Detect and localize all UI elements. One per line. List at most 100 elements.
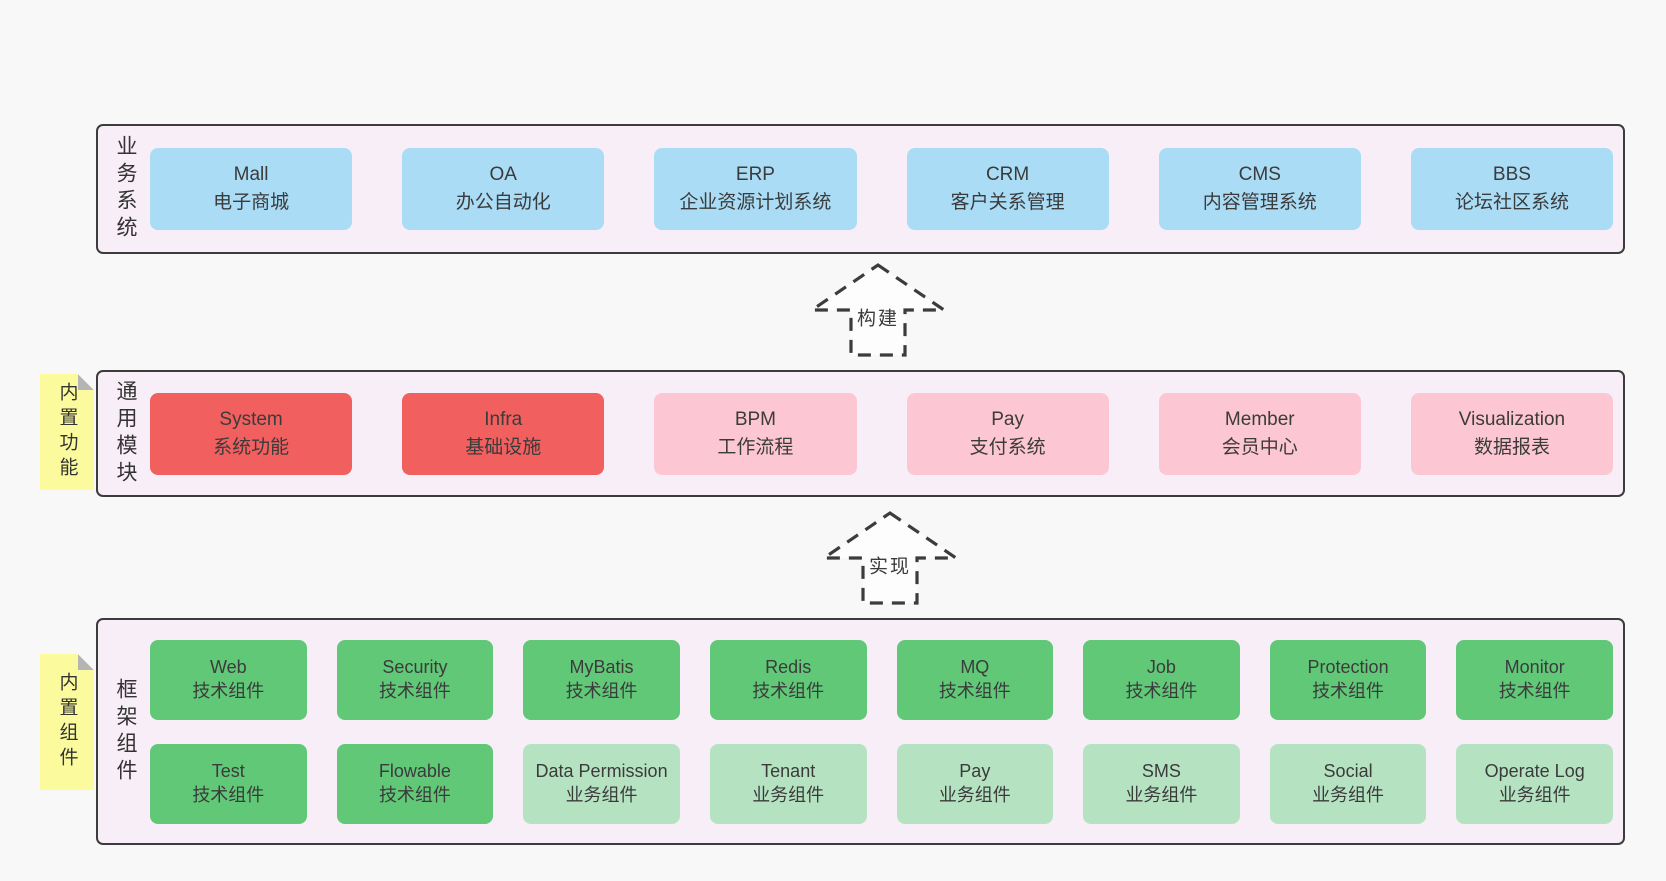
implement-arrow-label: 实现 <box>866 551 914 579</box>
node-subtitle: 技术组件 <box>192 784 265 805</box>
node-title: ERP <box>735 164 775 186</box>
node-subtitle: 技术组件 <box>1498 680 1571 701</box>
layer-framework-components: 框架组件 Web 技术组件 Security 技术组件 MyBatis 技术组件… <box>96 618 1625 845</box>
node-pay-component: Pay 业务组件 <box>896 743 1054 824</box>
node-subtitle: 业务组件 <box>1498 784 1571 805</box>
node-title: OA <box>489 164 517 186</box>
build-arrow: 构建 <box>808 262 948 358</box>
node-infra: Infra 基础设施 <box>402 392 605 475</box>
node-title: Pay <box>991 408 1024 430</box>
node-title: Pay <box>959 760 991 781</box>
node-crm: CRM 客户关系管理 <box>906 148 1109 230</box>
node-protection: Protection 技术组件 <box>1269 639 1427 720</box>
node-title: Operate Log <box>1484 760 1585 781</box>
layer-common-modules: 通用模块 System 系统功能 Infra 基础设施 BPM 工作流程 Pay… <box>96 370 1625 497</box>
node-subtitle: 技术组件 <box>192 680 265 701</box>
node-data-permission: Data Permission 业务组件 <box>523 743 680 824</box>
node-subtitle: 论坛社区系统 <box>1454 192 1569 213</box>
node-title: Mall <box>233 164 269 186</box>
node-subtitle: 业务组件 <box>565 784 638 805</box>
node-oa: OA 办公自动化 <box>402 148 605 230</box>
build-arrow-label: 构建 <box>854 303 902 331</box>
node-bbs: BBS 论坛社区系统 <box>1410 148 1614 230</box>
node-subtitle: 技术组件 <box>565 680 638 701</box>
node-mq: MQ 技术组件 <box>896 639 1054 720</box>
node-title: Protection <box>1307 656 1389 677</box>
node-web: Web 技术组件 <box>150 639 307 720</box>
node-subtitle: 基础设施 <box>465 436 542 458</box>
node-subtitle: 数据报表 <box>1473 436 1550 458</box>
layer-label-business: 业务系统 <box>114 135 137 243</box>
node-subtitle: 支付系统 <box>969 436 1046 458</box>
node-bpm: BPM 工作流程 <box>654 392 857 475</box>
node-title: Monitor <box>1504 656 1565 677</box>
modules-box-row: System 系统功能 Infra 基础设施 BPM 工作流程 Pay 支付系统… <box>150 392 1614 475</box>
node-subtitle: 业务组件 <box>752 784 825 805</box>
node-title: CMS <box>1238 164 1281 186</box>
node-member: Member 会员中心 <box>1158 392 1361 475</box>
node-social: Social 业务组件 <box>1269 743 1427 824</box>
node-subtitle: 技术组件 <box>1125 680 1198 701</box>
node-subtitle: 技术组件 <box>1312 680 1385 701</box>
node-mall: Mall 电子商城 <box>150 148 353 230</box>
node-subtitle: 技术组件 <box>938 680 1011 701</box>
node-sms: SMS 业务组件 <box>1083 743 1240 824</box>
node-subtitle: 会员中心 <box>1221 436 1298 458</box>
node-title: Redis <box>765 656 812 677</box>
node-subtitle: 企业资源计划系统 <box>679 192 832 213</box>
note-built-in-components: 内置组件 <box>40 654 94 790</box>
node-title: Infra <box>484 408 523 430</box>
node-title: Flowable <box>378 760 451 781</box>
node-title: MQ <box>960 656 990 677</box>
node-title: Social <box>1323 760 1373 781</box>
node-security: Security 技术组件 <box>336 639 494 720</box>
node-title: Member <box>1224 408 1295 430</box>
node-erp: ERP 企业资源计划系统 <box>654 148 857 230</box>
layer-label-framework: 框架组件 <box>114 677 137 786</box>
layer-label-modules: 通用模块 <box>114 379 137 488</box>
layer-business-systems: 业务系统 Mall 电子商城 OA 办公自动化 ERP 企业资源计划系统 CRM… <box>96 124 1625 254</box>
implement-arrow: 实现 <box>820 510 960 606</box>
node-flowable: Flowable 技术组件 <box>336 743 494 824</box>
node-subtitle: 系统功能 <box>213 436 290 458</box>
node-title: Security <box>382 656 448 677</box>
node-title: System <box>219 408 283 430</box>
node-title: Tenant <box>761 760 816 781</box>
node-title: Job <box>1146 656 1176 677</box>
note-built-in-features: 内置功能 <box>40 374 94 490</box>
node-subtitle: 技术组件 <box>378 680 451 701</box>
node-cms: CMS 内容管理系统 <box>1158 148 1361 230</box>
node-subtitle: 业务组件 <box>1125 784 1198 805</box>
node-subtitle: 内容管理系统 <box>1202 192 1317 213</box>
node-title: BBS <box>1492 164 1531 186</box>
node-title: Visualization <box>1458 408 1566 430</box>
framework-box-grid: Web 技术组件 Security 技术组件 MyBatis 技术组件 Redi… <box>150 639 1613 824</box>
node-subtitle: 技术组件 <box>378 784 451 805</box>
node-subtitle: 办公自动化 <box>455 192 551 213</box>
node-redis: Redis 技术组件 <box>709 639 867 720</box>
node-subtitle: 工作流程 <box>717 436 794 458</box>
note-text: 内置组件 <box>56 672 78 772</box>
note-text: 内置功能 <box>56 382 78 482</box>
node-visualization: Visualization 数据报表 <box>1410 392 1614 475</box>
node-test: Test 技术组件 <box>150 743 307 824</box>
node-subtitle: 客户关系管理 <box>950 192 1065 213</box>
node-subtitle: 业务组件 <box>938 784 1011 805</box>
node-title: Web <box>209 656 247 677</box>
node-subtitle: 业务组件 <box>1312 784 1385 805</box>
node-title: Data Permission <box>535 760 668 781</box>
node-system: System 系统功能 <box>150 392 353 475</box>
node-monitor: Monitor 技术组件 <box>1456 639 1613 720</box>
node-title: SMS <box>1141 760 1181 781</box>
business-box-row: Mall 电子商城 OA 办公自动化 ERP 企业资源计划系统 CRM 客户关系… <box>150 148 1614 230</box>
node-title: BPM <box>734 408 777 430</box>
node-title: MyBatis <box>569 656 634 677</box>
node-subtitle: 电子商城 <box>213 192 290 213</box>
node-tenant: Tenant 业务组件 <box>709 743 867 824</box>
node-operate-log: Operate Log 业务组件 <box>1456 743 1613 824</box>
node-subtitle: 技术组件 <box>752 680 825 701</box>
node-title: CRM <box>985 164 1030 186</box>
node-pay: Pay 支付系统 <box>906 392 1109 475</box>
node-job: Job 技术组件 <box>1083 639 1240 720</box>
